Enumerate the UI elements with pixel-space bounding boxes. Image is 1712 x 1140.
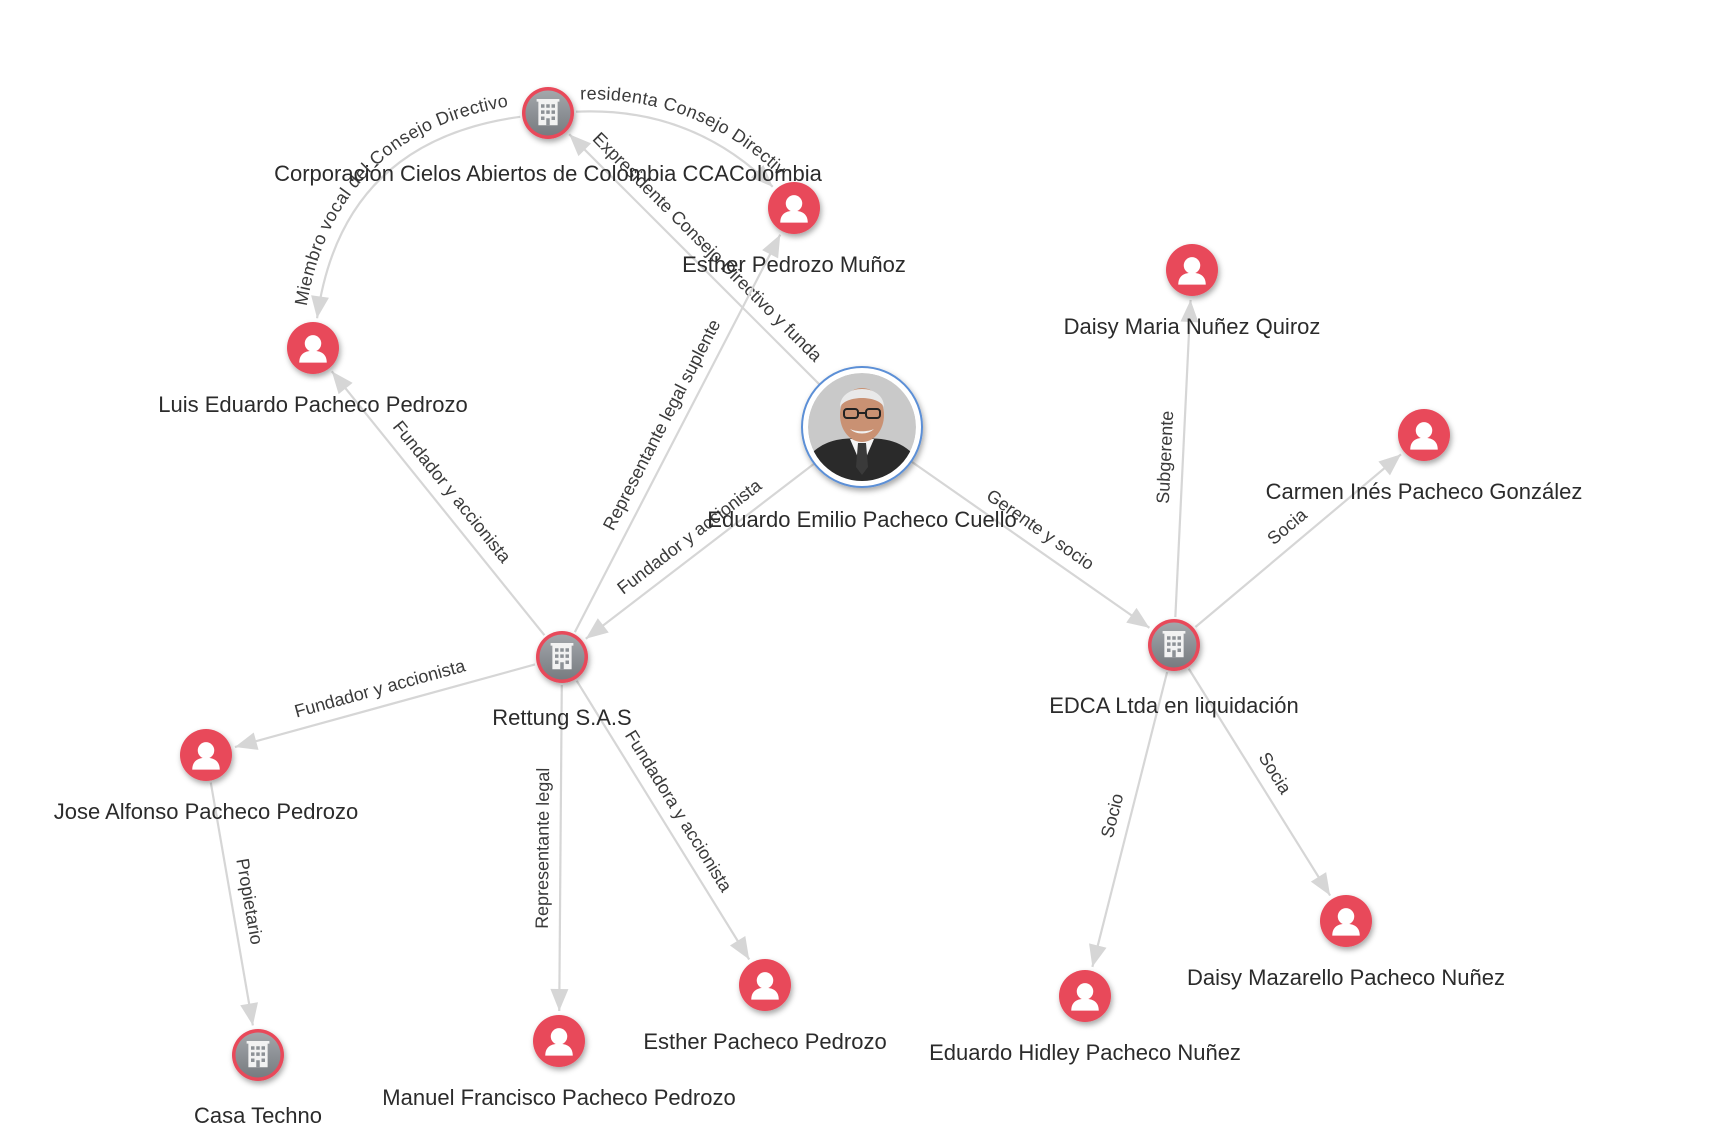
edge-arrowhead <box>240 1002 258 1026</box>
node-casa[interactable]: Casa Techno <box>194 1029 322 1128</box>
edge-line <box>1194 453 1402 628</box>
node-ccac[interactable]: Corporación Cielos Abiertos de Colombia … <box>274 87 823 186</box>
edge-arrowhead <box>1378 454 1402 476</box>
node-label: Corporación Cielos Abiertos de Colombia … <box>274 161 823 186</box>
edge-arrowhead <box>1089 943 1107 967</box>
edge-line <box>234 663 536 749</box>
edge-arrowhead <box>331 371 353 395</box>
edge-edca-daisy_mnq[interactable]: Subgerente <box>1153 299 1199 618</box>
node-label: Carmen Inés Pacheco González <box>1266 479 1583 504</box>
edge-line <box>1187 668 1332 897</box>
node-label: Eduardo Hidley Pacheco Nuñez <box>929 1040 1241 1065</box>
edge-line <box>1091 671 1169 968</box>
node-label: Daisy Mazarello Pacheco Nuñez <box>1187 965 1505 990</box>
edge-ccac-luis[interactable]: Miembro vocal del Consejo Directivo <box>291 91 521 319</box>
node-luis[interactable]: Luis Eduardo Pacheco Pedrozo <box>158 322 468 417</box>
node-label: Jose Alfonso Pacheco Pedrozo <box>54 799 359 824</box>
node-esther_pm[interactable]: Esther Pedrozo Muñoz <box>682 182 906 277</box>
edges-layer: Presidenta Consejo DirectivoMiembro voca… <box>0 0 1402 1026</box>
edge-arrowhead <box>234 732 259 750</box>
node-label: Eduardo Emilio Pacheco Cuello <box>707 507 1016 532</box>
edge-arrowhead <box>1180 299 1199 323</box>
edge-line <box>575 110 774 188</box>
node-label: Rettung S.A.S <box>492 705 631 730</box>
edge-line <box>585 462 816 640</box>
edge-line <box>330 370 546 636</box>
edge-arrowhead <box>762 234 781 259</box>
edge-label: Presidenta Consejo Directivo <box>0 0 790 179</box>
edge-label: Miembro vocal del Consejo Directivo <box>291 91 509 308</box>
edge-label: Fundador y accionista <box>292 655 468 721</box>
node-label: Daisy Maria Nuñez Quiroz <box>1064 314 1321 339</box>
edge-line <box>558 684 563 1012</box>
edge-arrowhead <box>1310 872 1331 896</box>
edge-arrowhead <box>750 164 773 187</box>
edge-label: Fundador y accionista <box>389 417 516 568</box>
edge-label: Socia <box>1255 749 1296 799</box>
edge-arrowhead <box>550 988 569 1012</box>
node-label: Luis Eduardo Pacheco Pedrozo <box>158 392 467 417</box>
node-daisy_mnq[interactable]: Daisy Maria Nuñez Quiroz <box>1064 244 1321 339</box>
edge-rettung-esther_pm[interactable]: Representante legal suplente <box>573 234 782 633</box>
edge-line <box>568 133 821 386</box>
edge-arrowhead <box>729 936 750 960</box>
edge-rettung-jose[interactable]: Fundador y accionista <box>234 655 536 750</box>
edge-label: Representante legal <box>532 768 553 929</box>
node-daisy_mp[interactable]: Daisy Mazarello Pacheco Nuñez <box>1187 895 1505 990</box>
building-icon <box>536 99 560 126</box>
node-label: Esther Pacheco Pedrozo <box>643 1029 886 1054</box>
node-esther_pp[interactable]: Esther Pacheco Pedrozo <box>643 959 887 1054</box>
edge-arrowhead <box>1126 607 1150 628</box>
nodes-layer: Corporación Cielos Abiertos de Colombia … <box>54 87 1583 1128</box>
edge-line <box>575 680 751 961</box>
edge-arrowhead <box>585 618 609 639</box>
building-icon <box>246 1041 270 1068</box>
edge-line <box>573 234 782 633</box>
edge-line <box>910 460 1151 629</box>
edge-arrowhead <box>311 295 329 319</box>
building-icon <box>1162 631 1186 658</box>
node-rettung[interactable]: Rettung S.A.S <box>492 631 632 730</box>
edge-label: Representante legal suplente <box>599 316 724 533</box>
node-eduardo_h[interactable]: Eduardo Hidley Pacheco Nuñez <box>929 970 1241 1065</box>
node-label: Casa Techno <box>194 1103 322 1128</box>
edge-label: Subgerente <box>1153 410 1177 504</box>
edge-label: Socia <box>1263 504 1311 549</box>
edge-edca-eduardo_h[interactable]: Socio <box>1089 671 1169 968</box>
node-label: Manuel Francisco Pacheco Pedrozo <box>382 1085 735 1110</box>
edge-label: Fundadora y accionista <box>621 727 737 897</box>
node-eduardo[interactable]: Eduardo Emilio Pacheco Cuello <box>707 366 1017 532</box>
node-label: Esther Pedrozo Muñoz <box>682 252 906 277</box>
edge-ccac-esther_pm[interactable]: Presidenta Consejo Directivo <box>0 0 790 188</box>
edge-line <box>315 115 521 319</box>
edge-line <box>1174 299 1192 618</box>
edge-line <box>209 782 254 1026</box>
node-carmen[interactable]: Carmen Inés Pacheco González <box>1266 409 1583 504</box>
edge-arrowhead <box>569 134 592 157</box>
node-label: EDCA Ltda en liquidación <box>1049 693 1299 718</box>
portrait-photo-icon <box>808 373 916 481</box>
edge-label: Socio <box>1097 791 1127 840</box>
building-icon <box>550 643 574 670</box>
edge-eduardo-edca[interactable]: Gerente y socio <box>910 460 1151 629</box>
node-edca[interactable]: EDCA Ltda en liquidación <box>1049 619 1299 718</box>
node-manuel[interactable]: Manuel Francisco Pacheco Pedrozo <box>382 1015 736 1110</box>
edge-rettung-manuel[interactable]: Representante legal <box>532 684 569 1012</box>
node-jose[interactable]: Jose Alfonso Pacheco Pedrozo <box>54 729 359 824</box>
